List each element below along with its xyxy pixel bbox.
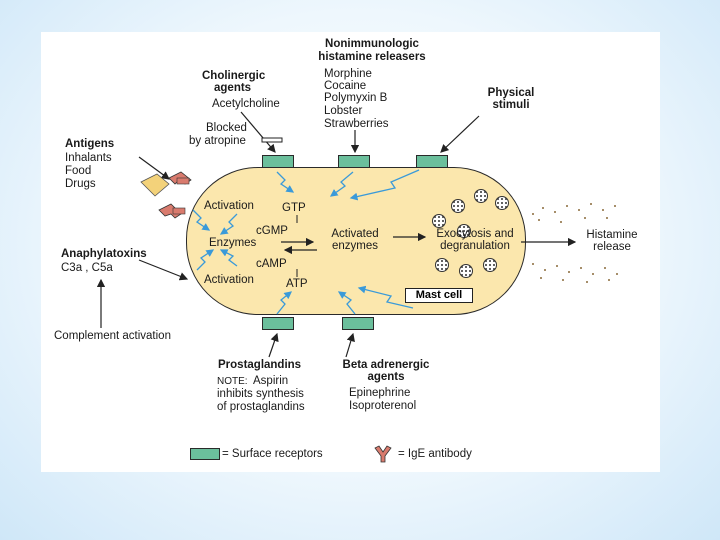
complement-activation-label: Complement activation (54, 330, 171, 342)
antigens-item-food: Food (65, 165, 92, 177)
diagram-slide: Nonimmunologic histamine releasers Choli… (41, 32, 660, 472)
legend-receptor-swatch (190, 448, 220, 460)
anaphylatoxins-items: C3a , C5a (61, 262, 113, 274)
beta-item-epinephrine: Epinephrine (349, 387, 411, 399)
physical-title-line1: Physical (487, 87, 535, 99)
granule (495, 196, 509, 210)
surface-receptor-bottom-2 (342, 317, 374, 330)
histamine-dots (532, 203, 618, 283)
prostaglandins-note-line2: inhibits synthesis (217, 388, 304, 400)
nonimmuno-item-cocaine: Cocaine (324, 80, 367, 92)
blocked-line1: Blocked (206, 122, 247, 134)
prostaglandins-title: Prostaglandins (218, 359, 302, 371)
activation-top-label: Activation (204, 200, 254, 212)
granule (435, 258, 449, 272)
arrow-antigens (138, 156, 170, 180)
arrow-physical (440, 115, 480, 153)
surface-receptor-bottom-1 (262, 317, 294, 330)
exocytosis-line1: Exocytosis and (436, 228, 514, 240)
blocked-line2: by atropine (189, 135, 246, 147)
arrow-acetylcholine (240, 111, 276, 153)
granule (483, 258, 497, 272)
prostaglandins-note-label: NOTE: (217, 376, 248, 387)
acetylcholine-label: Acetylcholine (212, 98, 280, 110)
cgmp-label: cGMP (256, 225, 288, 237)
physical-title-line2: stimuli (492, 99, 530, 111)
atp-label: ATP (286, 278, 308, 290)
granule (457, 224, 471, 238)
nonimmunologic-title-line1: Nonimmunologic (325, 38, 419, 50)
prostaglandins-note-line1: Aspirin (253, 375, 289, 387)
histamine-line1: Histamine (586, 229, 638, 241)
granule (459, 264, 473, 278)
arrow-prostaglandins (268, 332, 279, 358)
beta-title-line1: Beta adrenergic (342, 359, 430, 371)
granule (432, 214, 446, 228)
enzymes-label: Enzymes (209, 237, 257, 249)
granule (451, 199, 465, 213)
antigens-item-drugs: Drugs (65, 178, 96, 190)
anaphylatoxins-title: Anaphylatoxins (61, 248, 147, 260)
antigen-shape (140, 173, 170, 197)
activation-bottom-label: Activation (204, 274, 254, 286)
arrow-beta (345, 332, 355, 358)
nonimmuno-item-morphine: Morphine (324, 68, 372, 80)
arrow-anaphylatoxins (138, 259, 189, 281)
activated-enzymes-line2: enzymes (331, 240, 379, 252)
histamine-line2: release (593, 241, 631, 253)
granule (474, 189, 488, 203)
camp-label: cAMP (256, 258, 287, 270)
cholinergic-title-line1: Cholinergic (202, 70, 266, 82)
legend-receptors-label: = Surface receptors (222, 448, 323, 460)
mast-cell-label: Mast cell (405, 288, 473, 303)
nonimmuno-item-polymyxin: Polymyxin B (324, 92, 388, 104)
nonimmuno-item-strawberries: Strawberries (324, 118, 389, 130)
nonimmuno-item-lobster: Lobster (324, 105, 363, 117)
nonimmunologic-title-line2: histamine releasers (318, 51, 426, 63)
exocytosis-line2: degranulation (440, 240, 510, 252)
ige-antibody-lower (158, 203, 182, 219)
antigens-title: Antigens (65, 138, 115, 150)
diagram-arrows (96, 111, 618, 463)
legend-ige-icon (374, 445, 392, 463)
cholinergic-title-line2: agents (214, 82, 252, 94)
legend-ige-label: = IgE antibody (398, 448, 472, 460)
beta-item-isoproterenol: Isoproterenol (349, 400, 417, 412)
activated-enzymes-line1: Activated (331, 228, 379, 240)
beta-title-line2: agents (367, 371, 405, 383)
antigens-item-inhalants: Inhalants (65, 152, 112, 164)
gtp-label: GTP (282, 202, 306, 214)
prostaglandins-note-line3: of prostaglandins (217, 401, 305, 413)
